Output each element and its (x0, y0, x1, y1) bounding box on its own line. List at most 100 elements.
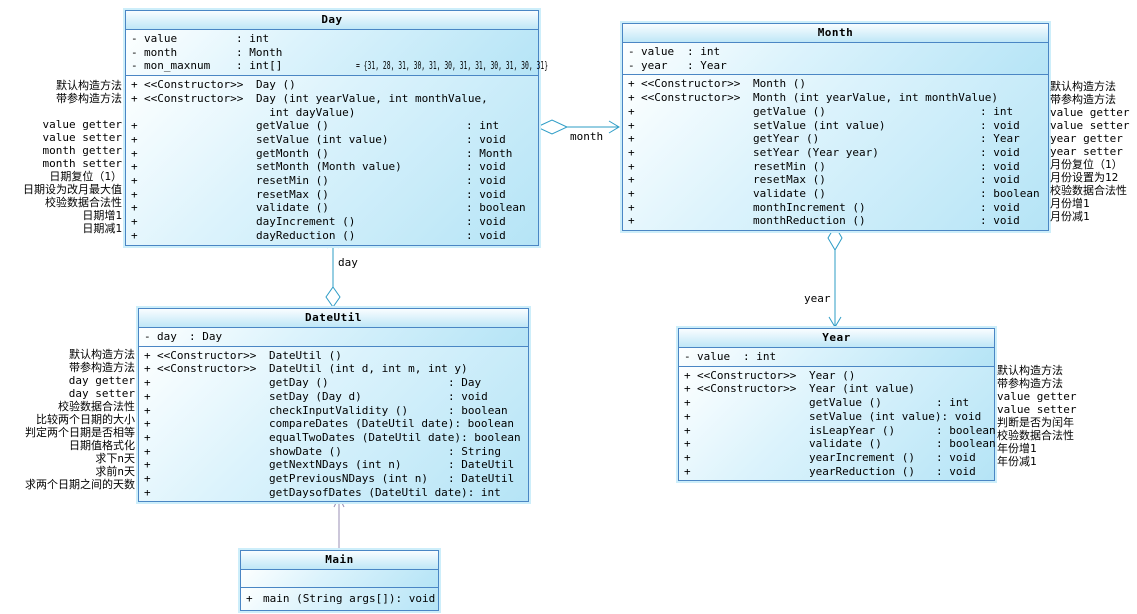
method-row: + <<Constructor>> Month (int yearValue, in… (623, 91, 1048, 105)
method-stereotype (641, 214, 753, 228)
class-attributes: -value: int-year: Year (623, 42, 1048, 76)
method-name: resetMax () (753, 173, 826, 187)
annotation-line: day setter (68, 387, 135, 400)
visibility-marker: - (131, 59, 138, 73)
method-row: +resetMin (): void (126, 174, 538, 188)
visibility-marker: + (628, 214, 635, 228)
visibility-marker: - (144, 330, 151, 343)
method-return-type: : boolean (936, 423, 996, 437)
class-methods: +<<Constructor>>Day ()+<<Constructor>>Da… (126, 76, 538, 245)
attribute-default: = {31, 28, 31, 30, 31, 30, 31, 31, 30, 3… (356, 59, 549, 73)
method-return-type: : void (980, 159, 1020, 173)
method-name: getValue () (753, 104, 826, 118)
class-box-day[interactable]: Day -value: int-month: Month-mon_maxnum:… (125, 10, 548, 246)
class-box-main[interactable]: Main +main (String args[]): void (240, 550, 439, 611)
annotation-line: value setter (42, 131, 122, 144)
method-name: Month () (753, 77, 806, 91)
dependency-main-dateutil[interactable] (333, 495, 345, 549)
annotation-line (0, 105, 122, 118)
annotation-line: 判断是否为闰年 (997, 416, 1074, 429)
attribute-type: : Day (189, 330, 223, 343)
class-attributes: -day: Day (139, 327, 528, 347)
aggregation-dateutil-day[interactable] (325, 237, 341, 308)
method-name: compareDates (DateUtil date) (269, 417, 455, 431)
visibility-marker: + (144, 376, 151, 390)
annotation-line: 默认构造方法 (997, 364, 1063, 377)
attribute-row: -mon_maxnum: int[]= {31, 28, 31, 30, 31,… (126, 59, 548, 73)
aggregation-diamond (535, 119, 569, 135)
method-return-type: : int (936, 396, 970, 410)
attribute-row: -value: int (126, 32, 538, 46)
method-row: +setYear (Year year): void (623, 146, 1048, 160)
method-name: validate () (753, 187, 826, 201)
attribute-name: year (641, 58, 668, 72)
method-return-type: : Day (448, 376, 482, 390)
method-row: +validate (): boolean (126, 201, 538, 215)
method-return-type: : void (941, 409, 982, 423)
attribute-default (269, 330, 419, 344)
annotation-line: year getter (1050, 132, 1123, 145)
visibility-marker: + (684, 437, 691, 451)
method-return-type: : int (467, 485, 501, 499)
method-stereotype (697, 451, 809, 465)
class-box-dateutil[interactable]: DateUtil -day: Day +<<Constructor>>DateU… (138, 308, 529, 503)
method-stereotype (641, 187, 753, 201)
annotation-line: value getter (997, 390, 1077, 403)
class-box-month[interactable]: Month -value: int-year: Year + <<Construc… (622, 23, 1049, 232)
annotation-line: 求两个日期之间的天数 (25, 478, 135, 491)
method-name: setDay (Day d) (269, 389, 362, 403)
method-row: +monthReduction (): void (623, 214, 1048, 228)
annotation-line: value setter (1050, 119, 1130, 132)
attribute-default (823, 350, 922, 364)
method-row: +<<Constructor>>DateUtil () (139, 349, 528, 363)
visibility-marker: + (628, 118, 635, 132)
annotation-line: 年份减1 (997, 455, 1037, 468)
aggregation-month-year[interactable] (827, 225, 843, 328)
method-stereotype (157, 390, 269, 404)
annotation-line: month getter (42, 144, 122, 157)
method-row: +getYear (): Year (623, 132, 1048, 146)
method-name: Year (int value) (809, 382, 915, 396)
method-row: +getValue (): int (623, 105, 1048, 119)
class-box-year[interactable]: Year -value: int +<<Constructor>>Year ()… (678, 328, 996, 482)
method-row: +dayIncrement (): void (126, 215, 538, 229)
method-name: getDaysofDates (DateUtil date) (269, 485, 468, 499)
attribute-type: : int[] (236, 59, 283, 73)
method-name: getNextNDays (int n) (269, 458, 402, 472)
visibility-marker: + (684, 409, 691, 423)
visibility-marker: + (144, 472, 151, 486)
method-return-type: : int (466, 119, 500, 133)
visibility-marker: + (628, 91, 635, 105)
class-title: Day (126, 11, 538, 29)
method-return-type (468, 362, 548, 376)
annotation-line: value getter (42, 118, 122, 131)
method-row: +<<Constructor>>Day (int yearValue, int … (126, 92, 538, 119)
method-name: Month (int yearValue, int monthValue) (753, 91, 999, 105)
class-title: Month (623, 24, 1048, 42)
method-stereotype: <<Constructor>> (144, 91, 244, 105)
method-stereotype (157, 404, 269, 418)
annotation-line: 默认构造方法 (1050, 80, 1116, 93)
method-name: Day (int yearValue, int monthValue, int … (256, 91, 488, 119)
association-label-month: month (570, 130, 604, 143)
class-methods: +main (String args[]): void (241, 588, 438, 610)
class-methods: +<<Constructor>>Year ()+<<Constructor>>Y… (679, 366, 996, 481)
method-stereotype (641, 132, 753, 146)
method-return-type: : boolean (454, 417, 515, 431)
method-stereotype (157, 376, 269, 390)
method-return-type: : void (936, 464, 976, 478)
method-stereotype: <<Constructor>> (157, 348, 257, 362)
annotation-line: 带参构造方法 (997, 377, 1063, 390)
annotation-line: value setter (997, 403, 1077, 416)
method-stereotype (641, 105, 753, 119)
attribute-row: -month: Month (126, 46, 538, 60)
method-stereotype: <<Constructor>> (641, 91, 741, 105)
visibility-marker: + (144, 458, 151, 472)
attribute-type: : int (687, 45, 721, 58)
method-return-type: : void (466, 132, 506, 146)
method-stereotype (697, 465, 809, 479)
method-name: getMonth () (256, 146, 329, 160)
visibility-marker: + (684, 450, 691, 464)
attribute-type: : Month (236, 45, 283, 59)
